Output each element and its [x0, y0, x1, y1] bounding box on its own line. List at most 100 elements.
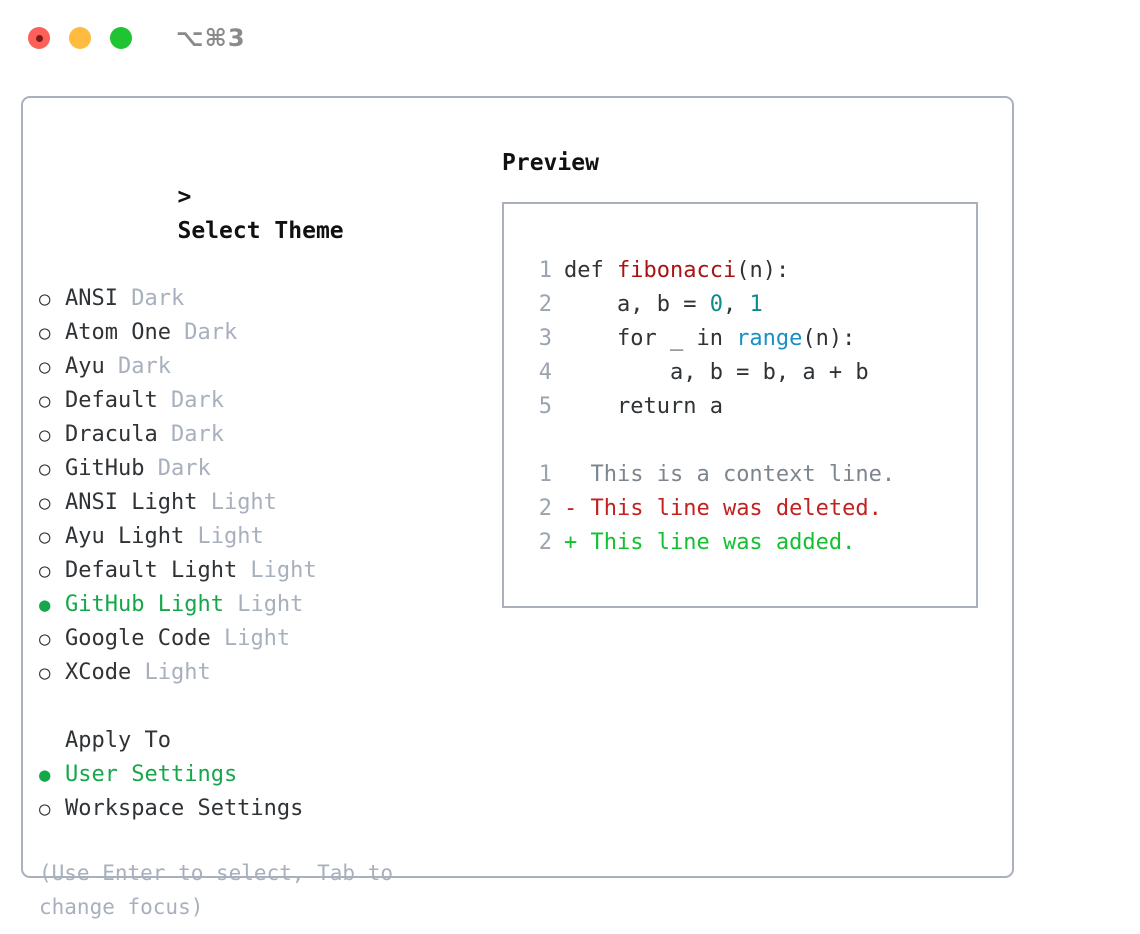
theme-option-variant: Light	[197, 490, 277, 515]
theme-option-variant: Dark	[157, 388, 224, 413]
radio-unselected-icon: ○	[39, 560, 51, 582]
radio-unselected-icon: ○	[39, 424, 51, 446]
code-token: fibonacci	[616, 258, 737, 283]
radio-unselected-icon: ○	[39, 322, 51, 344]
theme-option-default[interactable]: ○ Default Dark	[39, 384, 489, 418]
theme-option-github-light[interactable]: ● GitHub Light Light	[39, 588, 489, 622]
theme-option-variant: Light	[131, 660, 211, 685]
radio-unselected-icon: ○	[39, 662, 51, 684]
apply-to-heading: Apply To	[65, 728, 171, 753]
radio-unselected-icon: ○	[39, 390, 51, 412]
radio-unselected-icon: ○	[39, 288, 51, 310]
diff-line: 2+ This line was added.	[522, 526, 976, 560]
theme-option-variant: Dark	[170, 320, 238, 345]
diff-marker: -	[564, 496, 578, 521]
diff-marker	[564, 458, 577, 492]
theme-option-ayu-light[interactable]: ○ Ayu Light Light	[39, 520, 489, 554]
theme-option-dracula[interactable]: ○ Dracula Dark	[39, 418, 489, 452]
line-number: 3	[538, 326, 552, 351]
radio-selected-icon: ●	[39, 594, 51, 616]
code-token: for _ in	[564, 326, 737, 351]
code-line-content: return a	[564, 390, 723, 424]
caret-icon: >	[177, 184, 192, 210]
line-number: 2	[538, 530, 552, 555]
code-token: a, b =	[564, 292, 710, 317]
spacer	[522, 424, 976, 458]
theme-option-variant: Dark	[117, 286, 185, 311]
keyboard-hint: (Use Enter to select, Tab to change focu…	[39, 861, 406, 919]
spacer	[39, 690, 489, 724]
line-number: 2	[538, 496, 552, 521]
select-theme-heading: > Select Theme	[39, 146, 489, 282]
theme-option-github[interactable]: ○ GitHub Dark	[39, 452, 489, 486]
code-token: 0	[709, 292, 723, 317]
line-number: 2	[538, 292, 552, 317]
line-number: 1	[538, 462, 552, 487]
theme-option-google-code[interactable]: ○ Google Code Light	[39, 622, 489, 656]
theme-picker-column: > Select Theme ○ANSI Dark○Atom One Dark○…	[39, 146, 489, 924]
diff-line-text: This is a context line.	[577, 462, 896, 487]
theme-option-variant: Light	[210, 626, 291, 651]
close-button[interactable]	[28, 27, 50, 49]
theme-option-variant: Dark	[144, 456, 211, 481]
code-token: (n):	[802, 326, 856, 351]
diff-line: 1 This is a context line.	[522, 458, 976, 492]
line-number: 4	[538, 360, 552, 385]
theme-option-label: ANSI Light	[65, 490, 198, 515]
radio-unselected-icon: ○	[39, 526, 51, 548]
window-title: ⌥⌘3	[176, 24, 246, 52]
theme-option-label: Ayu Light	[65, 524, 185, 549]
theme-option-label: Ayu	[65, 354, 105, 379]
code-token: def	[564, 258, 617, 283]
title-bar: ⌥⌘3	[0, 0, 1140, 76]
diff-sample: 1 This is a context line.2- This line wa…	[522, 458, 976, 560]
theme-option-label: Default	[65, 388, 158, 413]
apply-to-option-user-settings[interactable]: ●User Settings	[39, 758, 489, 792]
radio-unselected-icon: ○	[39, 458, 51, 480]
code-token: return a	[564, 394, 723, 419]
theme-option-default-light[interactable]: ○Default Light Light	[39, 554, 489, 588]
window-controls	[28, 27, 132, 49]
theme-option-ansi[interactable]: ○ANSI Dark	[39, 282, 489, 316]
theme-option-label: GitHub	[65, 456, 145, 481]
theme-option-variant: Dark	[104, 354, 171, 379]
code-token: range	[736, 326, 803, 351]
code-line-content: def fibonacci(n):	[564, 254, 789, 288]
apply-to-option-workspace-settings[interactable]: ○Workspace Settings	[39, 792, 489, 826]
select-theme-label: Select Theme	[177, 218, 344, 244]
code-token: ,	[722, 292, 750, 317]
code-line-content: for _ in range(n):	[564, 322, 855, 356]
diff-line-text: This line was deleted.	[577, 496, 882, 521]
main-panel: > Select Theme ○ANSI Dark○Atom One Dark○…	[21, 96, 1014, 919]
code-line: 2 a, b = 0, 1	[522, 288, 976, 322]
code-token: (n):	[736, 258, 790, 283]
theme-option-label: XCode	[65, 660, 132, 685]
theme-option-variant: Dark	[157, 422, 224, 447]
maximize-button[interactable]	[110, 27, 132, 49]
radio-unselected-icon: ○	[39, 492, 51, 514]
theme-option-variant: Light	[184, 524, 264, 549]
theme-option-label: GitHub Light	[65, 592, 224, 617]
diff-line-text: This line was added.	[577, 530, 856, 555]
line-number: 5	[538, 394, 552, 419]
code-line: 3 for _ in range(n):	[522, 322, 976, 356]
theme-option-label: Dracula	[65, 422, 158, 447]
diff-line: 2- This line was deleted.	[522, 492, 976, 526]
apply-to-option-label: User Settings	[65, 762, 238, 787]
radio-unselected-icon: ○	[39, 628, 51, 650]
theme-option-variant: Light	[237, 558, 317, 583]
theme-option-xcode[interactable]: ○ XCode Light	[39, 656, 489, 690]
theme-option-ayu[interactable]: ○Ayu Dark	[39, 350, 489, 384]
theme-option-label: Google Code	[65, 626, 211, 651]
minimize-button[interactable]	[69, 27, 91, 49]
preview-heading: Preview	[502, 150, 599, 176]
theme-option-atom-one[interactable]: ○ Atom One Dark	[39, 316, 489, 350]
code-token: a, b = b, a + b	[564, 360, 869, 385]
code-line: 5 return a	[522, 390, 976, 424]
code-line-content: a, b = b, a + b	[564, 356, 869, 390]
theme-option-label: Atom One	[65, 320, 171, 345]
theme-option-variant: Light	[223, 592, 304, 617]
theme-option-ansi-light[interactable]: ○ ANSI Light Light	[39, 486, 489, 520]
